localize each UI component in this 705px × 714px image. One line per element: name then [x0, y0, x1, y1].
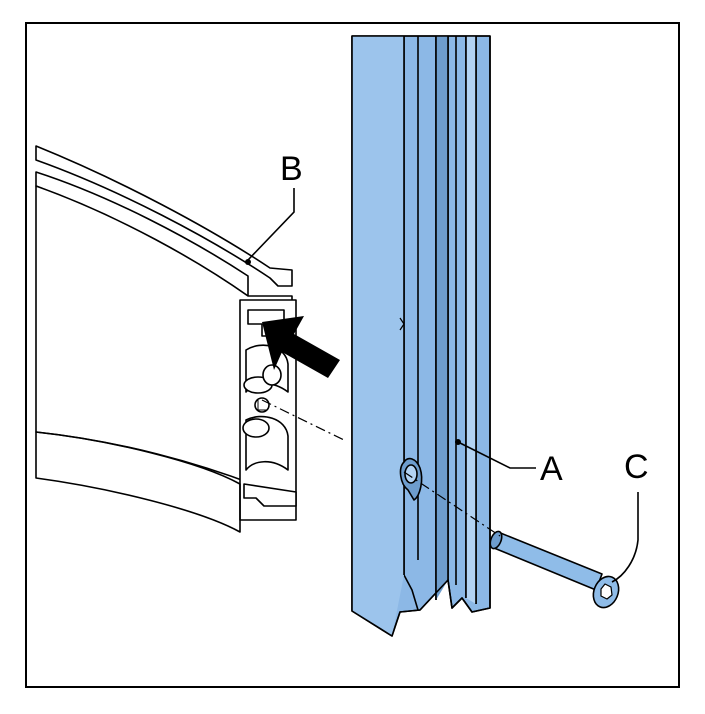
label-b: B — [280, 150, 303, 188]
leader-lines — [247, 188, 639, 583]
bolt-icon — [489, 530, 620, 609]
arrow-icon — [262, 316, 340, 378]
hex-socket-icon — [600, 583, 613, 600]
label-c: C — [624, 448, 649, 486]
callout-dot-a — [455, 439, 461, 445]
label-a: A — [540, 450, 563, 488]
diagram-frame — [25, 22, 680, 688]
upright-post — [351, 35, 491, 637]
rail-profile — [35, 145, 297, 533]
assembly-axis-line — [261, 399, 501, 537]
callout-dot-b — [245, 259, 251, 265]
